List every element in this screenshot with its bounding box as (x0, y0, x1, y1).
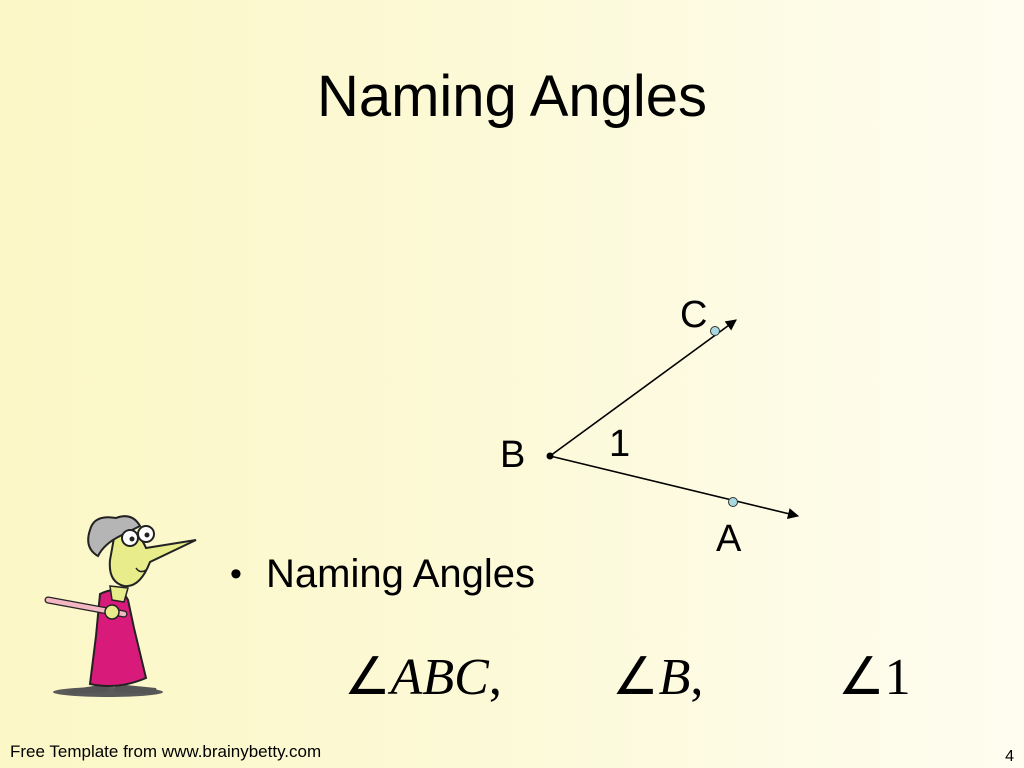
vertex-point (546, 452, 554, 460)
label-c: C (680, 294, 707, 336)
footer-credit: Free Template from www.brainybetty.com (10, 742, 322, 761)
angle-number-label: 1 (609, 423, 630, 465)
point-a (728, 497, 738, 507)
label-a: A (716, 518, 742, 560)
angle-symbol-icon: ∠ (612, 649, 659, 706)
name-abc: ABC (390, 649, 489, 706)
name-b: B (658, 649, 691, 706)
ray-ba (549, 455, 800, 520)
page-number: 4 (1005, 748, 1014, 765)
slide-title: Naming Angles (316, 64, 708, 129)
ray-bc (549, 319, 737, 457)
label-b: B (500, 434, 525, 476)
bullet-item: • Naming Angles (230, 550, 535, 598)
name-1: 1 (884, 649, 911, 706)
angle-symbol-icon: ∠ (838, 649, 885, 706)
point-c (710, 326, 720, 336)
angle-name-1: ∠1 (838, 648, 911, 708)
angle-symbol-icon: ∠ (344, 649, 391, 706)
separator: , (488, 649, 502, 706)
angle-name-abc: ∠ABC, (344, 648, 502, 708)
bullet-text: Naming Angles (266, 552, 536, 596)
angle-name-b: ∠B, (612, 648, 703, 708)
bullet-icon: • (230, 555, 242, 593)
teacher-character-illustration (44, 515, 197, 697)
separator: , (690, 649, 704, 706)
